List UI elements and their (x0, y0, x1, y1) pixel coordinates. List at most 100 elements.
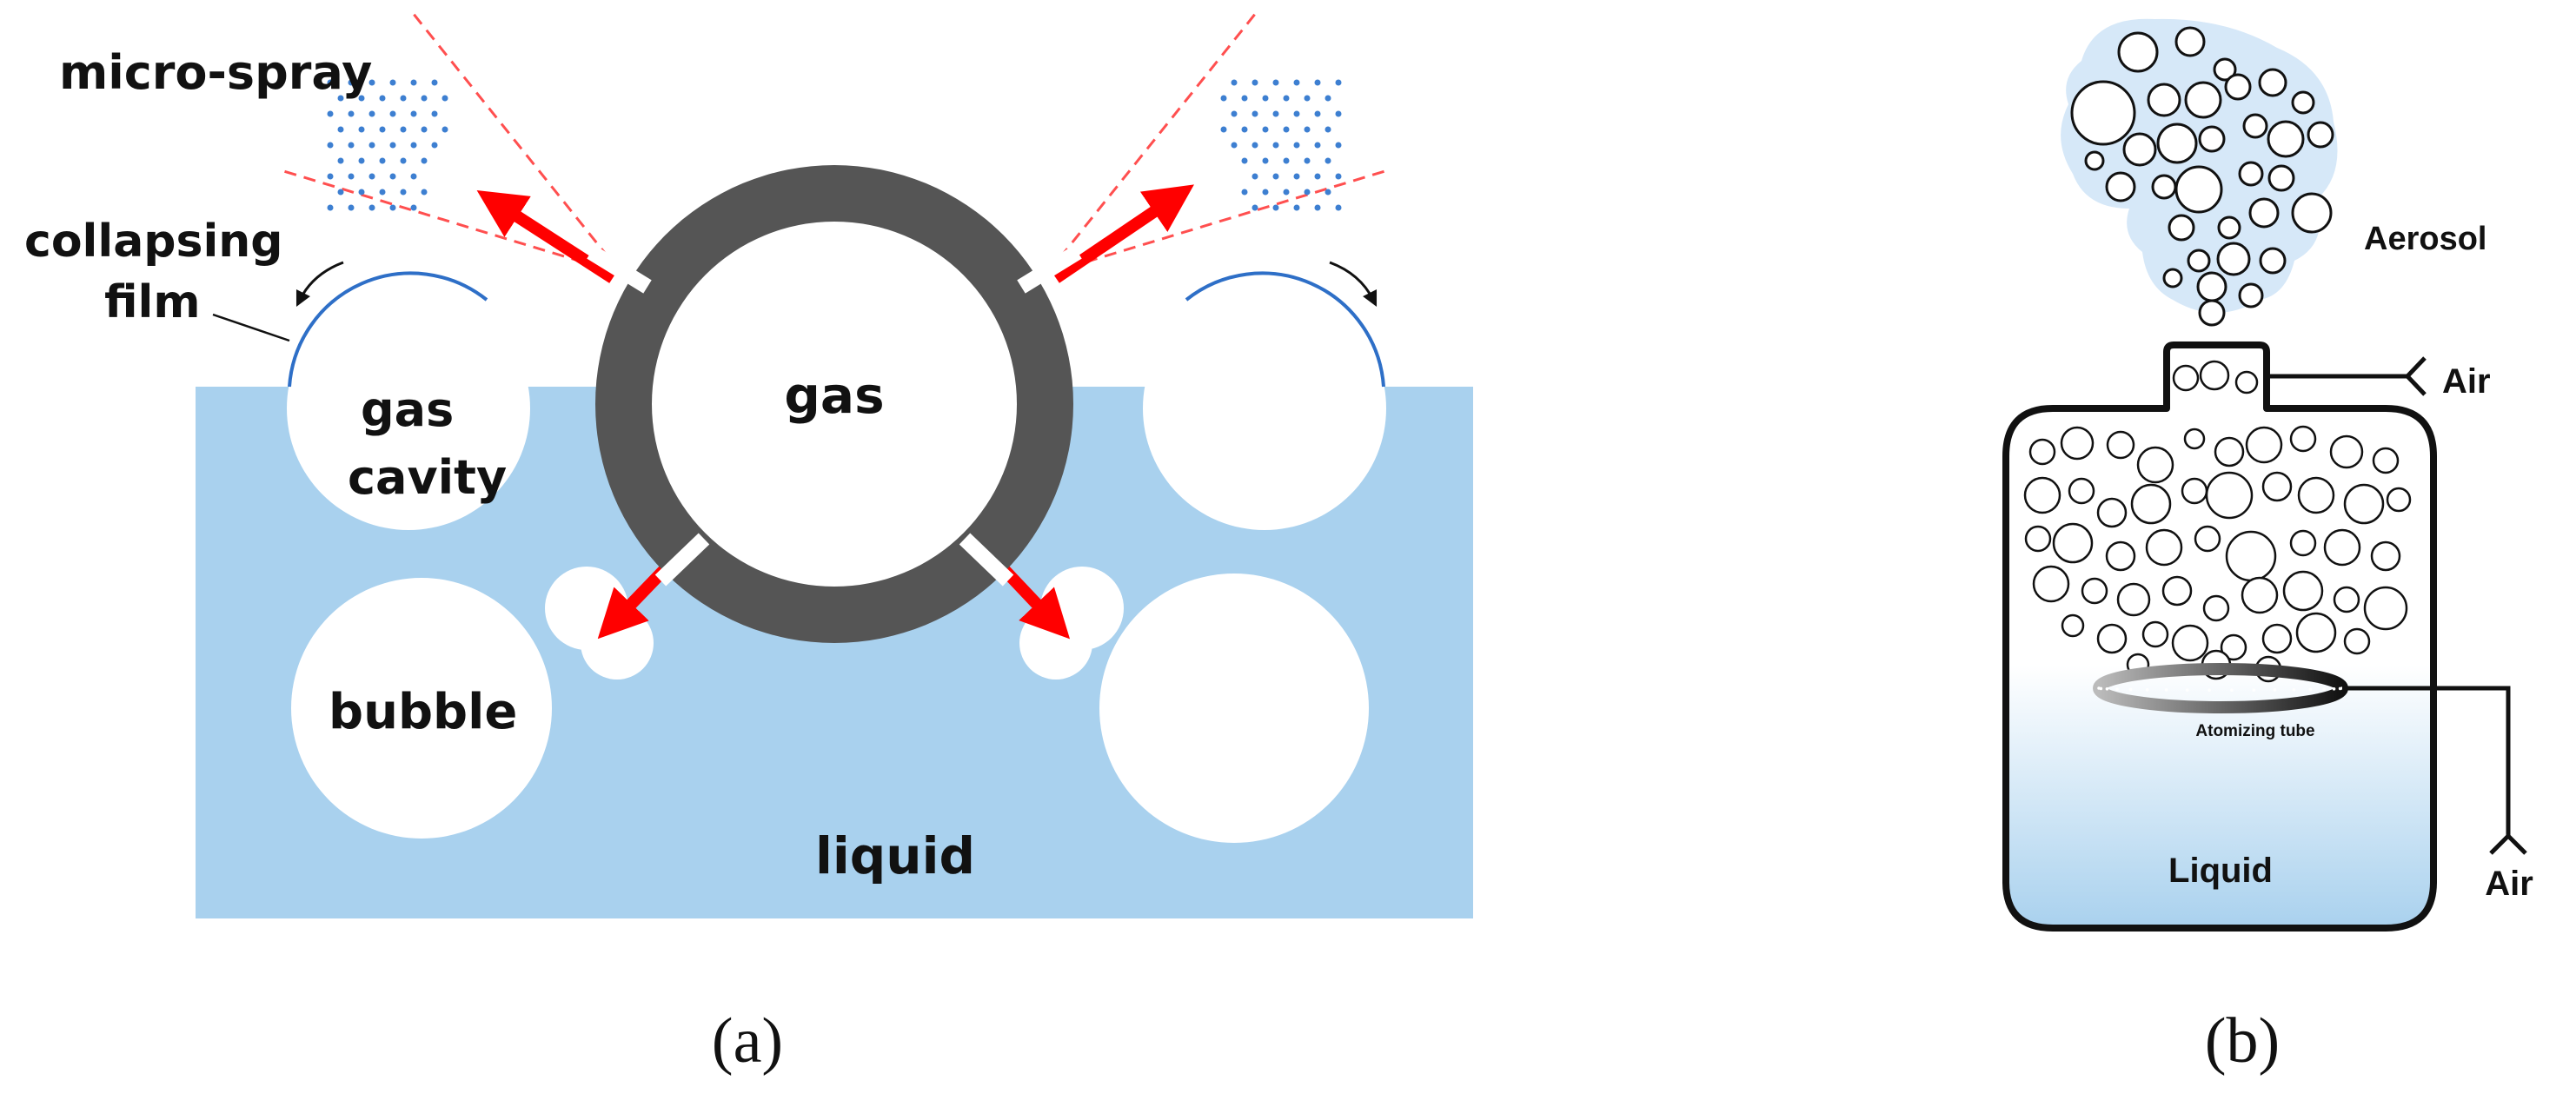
tank-bubble (2145, 528, 2183, 567)
spray-droplet (1293, 142, 1300, 149)
tank-bubble (2220, 633, 2247, 661)
gas-cavity-right (1143, 287, 1386, 530)
gas-ring-inner (652, 222, 1017, 587)
spray-droplet (421, 126, 428, 133)
tank-bubble (2245, 426, 2283, 464)
spray-droplet (327, 173, 334, 180)
spray-droplet (431, 110, 438, 117)
aerosol-droplet (2162, 268, 2183, 288)
spray-droplet (337, 95, 344, 102)
film-pointer-line (212, 313, 290, 342)
spray-droplet (1241, 157, 1248, 164)
caption-b: (b) (2205, 1005, 2280, 1077)
spray-droplet (1272, 142, 1279, 149)
aerosol-droplet (2070, 80, 2136, 146)
spray-droplet (442, 95, 448, 102)
spray-droplet (421, 157, 428, 164)
spray-droplet (1220, 95, 1227, 102)
spray-droplet (1314, 204, 1321, 211)
panel-a: micro-spray collapsing film gas cavity g… (24, 12, 1473, 1077)
spray-droplet (1314, 110, 1321, 117)
spray-droplet (1241, 95, 1248, 102)
tank-bubble (2024, 525, 2052, 553)
tank-bubble (2343, 483, 2385, 525)
tank-bubble (2297, 476, 2335, 514)
tank-bubble (2028, 438, 2056, 466)
spray-droplet (1325, 95, 1331, 102)
spray-droplet (410, 79, 417, 86)
tank-bubble (2171, 624, 2209, 662)
tank-bubble (2225, 530, 2277, 582)
spray-droplet (1293, 79, 1300, 86)
label-gas: gas (784, 366, 884, 425)
arrow-lower-left (597, 565, 670, 640)
spray-droplet (410, 110, 417, 117)
spray-droplet (1241, 189, 1248, 196)
spray-droplet (1335, 142, 1342, 149)
spray-droplet (1262, 95, 1269, 102)
spray-droplet (1293, 110, 1300, 117)
spray-droplet (1325, 157, 1331, 164)
tank-bubble (2202, 594, 2230, 622)
spray-droplet (348, 173, 355, 180)
spray-droplet (1293, 173, 1300, 180)
spray-droplet (400, 126, 407, 133)
spray-droplet (1325, 126, 1331, 133)
tank-bubble (2370, 540, 2401, 572)
aerosol-droplet (2307, 121, 2334, 149)
tank-bubble (2068, 477, 2095, 505)
spray-droplet (1304, 157, 1311, 164)
spray-droplet (379, 157, 386, 164)
tank-bubble (2194, 525, 2221, 553)
spray-droplet (1262, 189, 1269, 196)
tank-bubble (2241, 576, 2279, 614)
aerosol-droplet (2122, 132, 2157, 167)
film-collapse-arrow-left (295, 261, 344, 308)
aerosol-droplet (2187, 249, 2211, 273)
spray-droplet (1262, 157, 1269, 164)
tank-bubble (2052, 522, 2094, 564)
tank-bubble (2282, 570, 2324, 612)
spray-droplet (389, 142, 396, 149)
label-gas-cavity-2: cavity (348, 450, 507, 505)
tank-bubble (2343, 627, 2371, 655)
aerosol-droplet (2238, 161, 2264, 187)
tank-bubble (2141, 620, 2169, 648)
spray-droplet (379, 126, 386, 133)
spray-droplet (1283, 157, 1290, 164)
aerosol-droplet (2224, 73, 2252, 101)
spray-droplet (368, 173, 375, 180)
aerosol-droplet (2198, 299, 2226, 327)
arrow-upper-left (476, 190, 616, 283)
label-collapsing: collapsing (24, 215, 283, 268)
aerosol-droplet (2213, 57, 2237, 82)
spray-droplet (1231, 79, 1238, 86)
spray-droplet (358, 189, 365, 196)
tube-pore (2145, 687, 2149, 692)
aerosol-droplet (2196, 271, 2227, 302)
aerosol-droplet (2151, 174, 2177, 200)
spray-droplet (1304, 189, 1311, 196)
spray-droplet (1262, 126, 1269, 133)
tank-bubble (2183, 428, 2206, 450)
spray-droplet (389, 79, 396, 86)
aerosol-droplet (2184, 81, 2222, 119)
air-inlet-top-fork (2404, 356, 2427, 396)
tube-pore (2230, 688, 2234, 692)
spray-droplet (368, 79, 375, 86)
spray-droplet (1231, 142, 1238, 149)
caption-a: (a) (712, 1005, 783, 1077)
tank-bubbles (2023, 360, 2412, 683)
gas-cavity-left (287, 287, 530, 530)
bubble-right (1099, 574, 1369, 843)
spray-droplet (431, 142, 438, 149)
tank-bubble (2205, 471, 2254, 520)
tube-pore (2292, 687, 2296, 692)
tank-bubble (2096, 497, 2128, 528)
film-collapse-arrow-right (1329, 261, 1378, 308)
spray-droplet (1272, 79, 1279, 86)
aerosol-droplet (2217, 215, 2241, 240)
spray-cone-left (277, 12, 623, 275)
tank-bubble (2081, 577, 2108, 605)
